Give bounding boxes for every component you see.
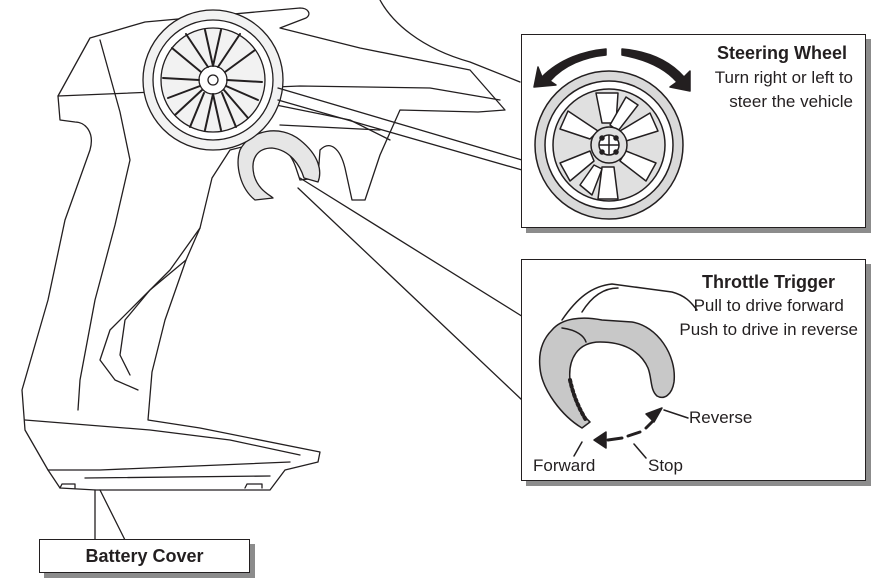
antenna-fin (379, 0, 521, 83)
throttle-trigger-detail (538, 283, 698, 459)
steering-wheel-detail (533, 48, 691, 220)
throttle-desc-line: Push to drive in reverse (679, 320, 858, 339)
arrow-right-icon (645, 407, 663, 423)
stop-label: Stop (648, 456, 683, 475)
body-trigger (237, 130, 321, 201)
throttle-trigger-callout: Throttle Trigger Pull to drive forward P… (521, 259, 866, 481)
steering-desc-line: Turn right or left to (714, 68, 853, 87)
throttle-trigger-title: Throttle Trigger (701, 272, 835, 292)
body-wheel (142, 9, 284, 151)
steering-desc-line: steer the vehicle (729, 92, 853, 111)
forward-label: Forward (533, 456, 596, 475)
arrow-left-icon (593, 431, 607, 449)
battery-cover-callout: Battery Cover (39, 539, 250, 573)
steer-pointer (277, 87, 523, 161)
steering-wheel-description: Turn right or left to steer the vehicle (715, 66, 853, 114)
trigger-shape (538, 317, 675, 429)
throttle-trigger-description: Pull to drive forward Push to drive in r… (679, 294, 858, 342)
reverse-label: Reverse (689, 408, 753, 427)
left-arrow-icon (533, 48, 607, 88)
battery-cover-label: Battery Cover (85, 546, 204, 566)
right-arrow-icon (621, 48, 691, 92)
steering-wheel-callout: Steering Wheel Turn right or left to ste… (521, 34, 866, 228)
throttle-pointer (299, 177, 529, 321)
steering-wheel-title: Steering Wheel (716, 43, 847, 63)
throttle-desc-line: Pull to drive forward (693, 296, 844, 315)
